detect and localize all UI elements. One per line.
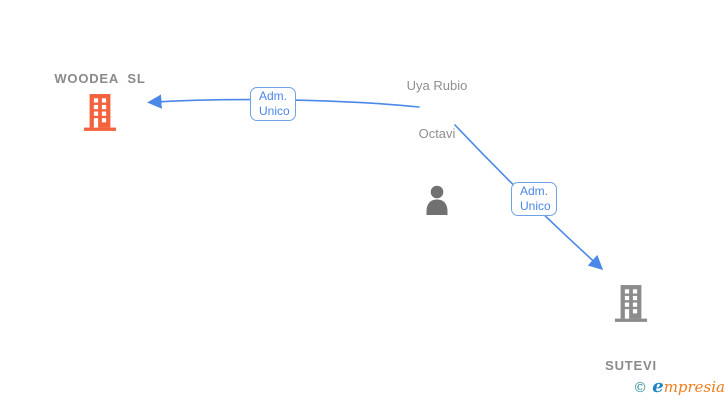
company-name-woodea: WOODEA SL — [54, 71, 146, 86]
building-icon — [83, 94, 117, 131]
company-node-sutevi[interactable]: SUTEVI INVEST SL — [571, 283, 691, 400]
edge-label-adm-unico-woodea: Adm. Unico — [250, 87, 296, 121]
edge-label-line2: Unico — [520, 199, 551, 213]
company-node-woodea[interactable]: WOODEA SL — [40, 71, 160, 132]
edge-label-line2: Unico — [259, 104, 290, 118]
person-silhouette-icon — [426, 185, 448, 215]
empresia-logo[interactable]: © empresia — [633, 376, 725, 397]
person-name-line1: Uya Rubio — [406, 78, 468, 93]
company-name-sutevi-line1: SUTEVI — [605, 358, 657, 373]
copyright-icon: © — [633, 380, 648, 396]
brand-rest: mpresia — [663, 378, 725, 396]
person-name-line2: Octavi — [418, 126, 456, 141]
person-node[interactable]: Uya Rubio Octavi — [377, 46, 497, 216]
edge-label-adm-unico-sutevi: Adm. Unico — [511, 182, 557, 216]
brand-initial: e — [652, 376, 664, 397]
edge-label-line1: Adm. — [520, 184, 549, 198]
edge-label-line1: Adm. — [259, 89, 288, 103]
building-icon — [614, 285, 648, 322]
